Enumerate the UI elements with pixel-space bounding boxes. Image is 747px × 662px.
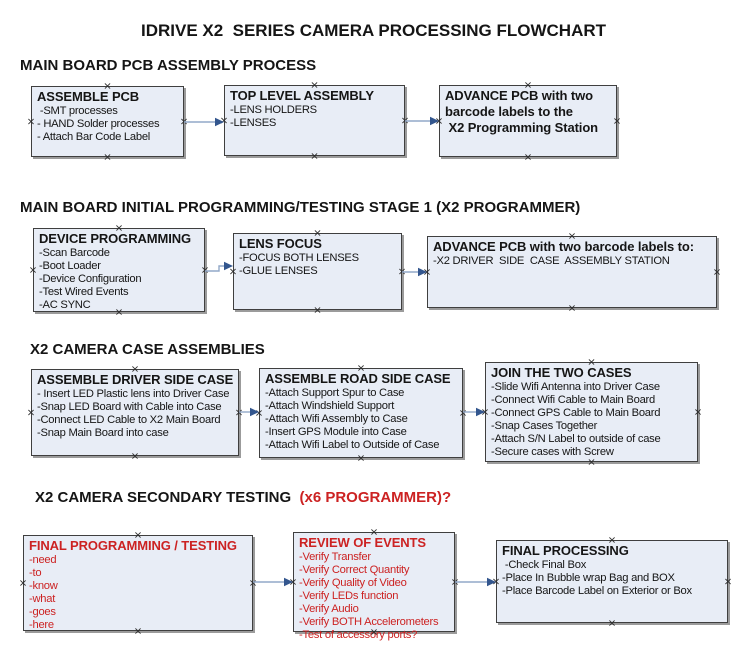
box-item: -Connect Wifi Cable to Main Board [491,394,655,406]
box-item: -Device Configuration [39,273,142,285]
box-item: -AC SYNC [39,299,91,311]
box-item: -LENS HOLDERS [230,104,317,116]
box-item: -Test Wired Events [39,286,129,298]
advance-pcb-driver-side-box[interactable]: ADVANCE PCB with two barcode labels to:-… [427,236,717,308]
box-item: -LENSES [230,117,277,129]
flow-connector [455,577,496,587]
box-item: -Connect LED Cable to X2 Main Board [37,414,221,426]
section-heading-text: (x6 PROGRAMMER)? [295,489,452,506]
assemble-driver-side-case-box[interactable]: ASSEMBLE DRIVER SIDE CASE- Insert LED Pl… [31,369,239,456]
lens-focus-box[interactable]: LENS FOCUS-FOCUS BOTH LENSES-GLUE LENSES [233,233,402,310]
device-programming-box[interactable]: DEVICE PROGRAMMING-Scan Barcode-Boot Loa… [33,228,205,312]
box-title: FINAL PROCESSING [502,543,629,558]
section-heading-text: MAIN BOARD PCB ASSEMBLY PROCESS [20,57,317,74]
box-item: -Verify Correct Quantity [299,564,410,576]
section-heading-text: X2 CAMERA CASE ASSEMBLIES [30,341,265,358]
flow-connector [239,407,259,417]
box-item: -Connect GPS Cable to Main Board [491,407,661,419]
box-item: -Boot Loader [39,260,101,272]
box-item: -Verify Transfer [299,551,371,563]
flow-connector [184,117,224,127]
box-title: ADVANCE PCB with two [445,88,593,103]
box-item: -to [29,567,42,579]
box-item: -Verify LEDs function [299,590,399,602]
box-item: -here [29,619,54,631]
box-item: -Snap Cases Together [491,420,598,432]
flow-connector [402,267,427,277]
box-title: DEVICE PROGRAMMING [39,231,192,246]
section-3-heading: X2 CAMERA CASE ASSEMBLIES [30,341,265,358]
section-heading-text: MAIN BOARD INITIAL PROGRAMMING/TESTING S… [20,199,581,216]
box-item: -Place In Bubble wrap Bag and BOX [502,572,675,584]
box-title: LENS FOCUS [239,236,322,251]
box-item: -Secure cases with Screw [491,446,614,458]
box-title: ASSEMBLE ROAD SIDE CASE [265,371,451,386]
arrowhead-icon [476,407,485,417]
flow-connector [405,116,439,126]
box-item: -Snap LED Board with Cable into Case [37,401,222,413]
box-item: -Attach Wifi Label to Outside of Case [265,439,440,451]
arrowhead-icon [215,117,224,127]
box-item: -Verify Quality of Video [299,577,407,589]
arrowhead-icon [250,407,259,417]
section-1-heading: MAIN BOARD PCB ASSEMBLY PROCESS [20,57,316,74]
page-title: IDRIVE X2 SERIES CAMERA PROCESSING FLOWC… [140,21,607,40]
box-item: -need [29,554,57,566]
box-title: X2 Programming Station [445,120,599,135]
box-item: -Attach Support Spur to Case [265,387,405,399]
section-heading-text: X2 CAMERA SECONDARY TESTING [35,489,296,506]
box-item: - Attach Bar Code Label [37,131,151,143]
box-item: -Attach Wifi Assembly to Case [265,413,408,425]
box-item: -Scan Barcode [39,247,110,259]
box-item: -Check Final Box [502,559,587,571]
box-title: REVIEW OF EVENTS [299,535,426,550]
flow-connector [205,261,233,272]
box-item: -Slide Wifi Antenna into Driver Case [491,381,660,393]
box-item: -Insert GPS Module into Case [265,426,407,438]
box-item: -Snap Main Board into case [37,427,169,439]
box-title: FINAL PROGRAMMING / TESTING [29,538,237,553]
box-item: -Place Barcode Label on Exterior or Box [502,585,692,597]
final-processing-box[interactable]: FINAL PROCESSING -Check Final Box-Place … [496,540,728,623]
box-title: ASSEMBLE DRIVER SIDE CASE [37,372,234,387]
flow-connector [463,407,485,417]
box-item: -GLUE LENSES [239,265,318,277]
arrowhead-icon [487,577,496,587]
box-title: JOIN THE TWO CASES [491,365,632,380]
review-of-events-box[interactable]: REVIEW OF EVENTS-Verify Transfer-Verify … [293,532,455,641]
box-title: TOP LEVEL ASSEMBLY [230,88,374,103]
box-item: -SMT processes [37,105,118,117]
box-title: barcode labels to the [445,104,573,119]
box-title: ADVANCE PCB with two barcode labels to: [433,239,694,254]
flow-connector [253,577,293,587]
final-programming-testing-box[interactable]: FINAL PROGRAMMING / TESTING-need-to-know… [23,535,253,631]
box-item: -Verify Audio [299,603,359,615]
section-2-heading: MAIN BOARD INITIAL PROGRAMMING/TESTING S… [20,199,580,216]
box-title: ASSEMBLE PCB [37,89,140,104]
join-the-two-cases-box[interactable]: JOIN THE TWO CASES-Slide Wifi Antenna in… [485,362,698,462]
box-item: -know [29,580,58,592]
box-item: -what [29,593,56,605]
assemble-pcb-box[interactable]: ASSEMBLE PCB -SMT processes- HAND Solder… [31,86,184,157]
arrowhead-icon [224,261,233,271]
box-item: -Verify BOTH Accelerometers [299,616,439,628]
arrowhead-icon [430,116,439,126]
box-item: - HAND Solder processes [37,118,160,130]
arrowhead-icon [418,267,427,277]
box-item: - Insert LED Plastic lens into Driver Ca… [37,388,230,400]
box-item: -Attach Windshield Support [265,400,395,412]
box-item: -X2 DRIVER SIDE CASE ASSEMBLY STATION [433,255,670,267]
section-4-heading: X2 CAMERA SECONDARY TESTING (x6 PROGRAMM… [35,489,451,506]
arrowhead-icon [284,577,293,587]
box-item: -Attach S/N Label to outside of case [491,433,661,445]
box-item: -Test of accessory ports? [299,629,418,641]
box-item: -goes [29,606,56,618]
assemble-road-side-case-box[interactable]: ASSEMBLE ROAD SIDE CASE-Attach Support S… [259,368,463,458]
box-item: -FOCUS BOTH LENSES [239,252,359,264]
top-level-assembly-box[interactable]: TOP LEVEL ASSEMBLY-LENS HOLDERS-LENSES [224,85,405,156]
